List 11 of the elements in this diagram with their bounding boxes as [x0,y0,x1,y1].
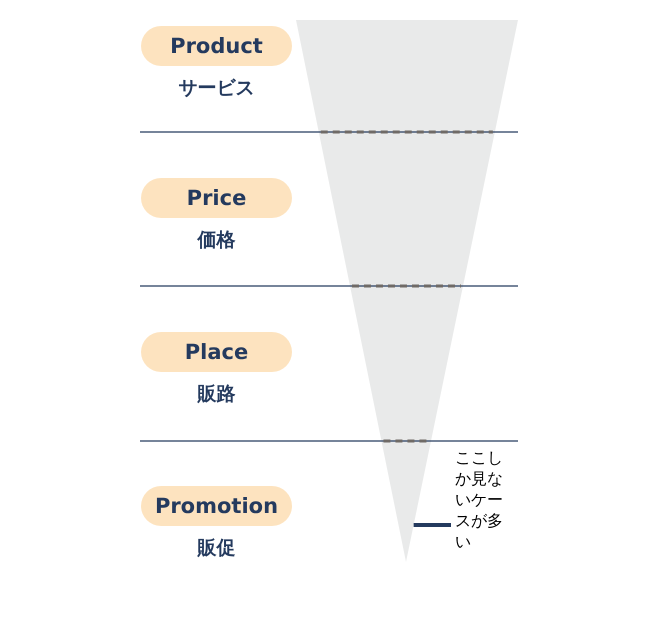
callout-note: ここしか見ないケースが多い [455,448,507,608]
category-label: Place [141,332,292,372]
category-label: Promotion [141,486,292,526]
subtitle: サービス [178,76,254,101]
category-label: Product [141,26,292,66]
funnel-triangle [296,20,518,562]
leader-line [414,523,451,527]
subtitle: 販路 [198,382,236,407]
subtitle: 価格 [198,228,236,253]
subtitle: 販促 [198,536,236,561]
category-label: Price [141,178,292,218]
